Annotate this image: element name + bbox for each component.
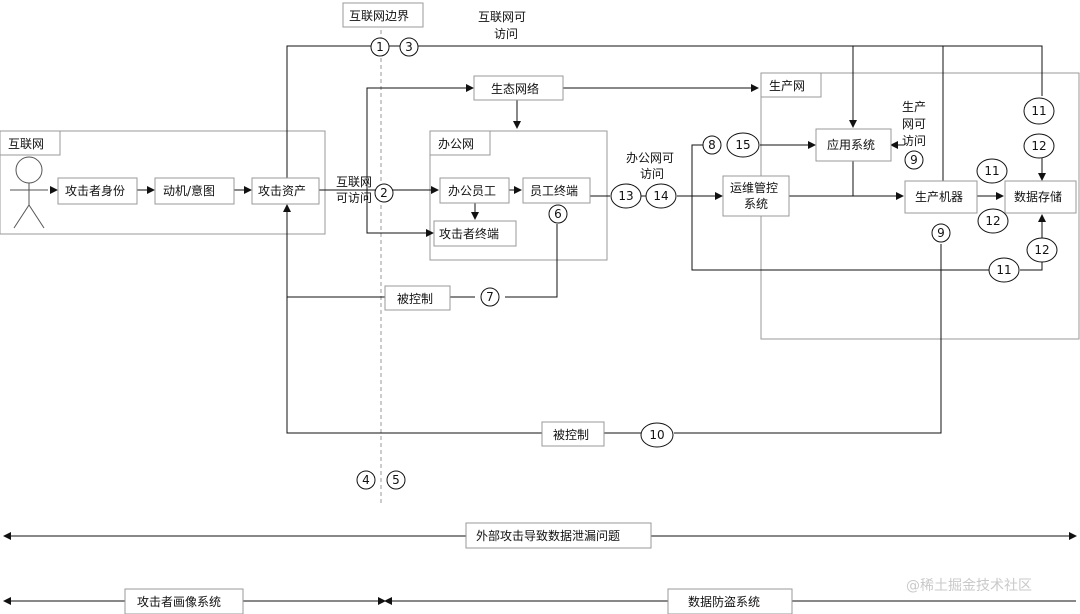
step-12a-number: 12 xyxy=(1031,139,1046,153)
office-staff-label: 办公员工 xyxy=(448,183,496,198)
step-12c-marker xyxy=(1026,237,1058,263)
step-11a-marker xyxy=(1023,97,1055,125)
step-6-number: 6 xyxy=(554,207,562,221)
attacker-terminal-box xyxy=(433,220,517,247)
step-10-number: 10 xyxy=(649,428,664,442)
step-15-marker xyxy=(726,132,760,158)
problem-label: 外部攻击导致数据泄漏问题 xyxy=(476,528,620,543)
eco-network-box xyxy=(473,75,564,101)
step-11c-number: 11 xyxy=(996,263,1011,277)
eco-network-label: 生态网络 xyxy=(491,81,539,96)
step-12b-marker xyxy=(977,208,1009,234)
attacker-identity-box xyxy=(57,177,138,205)
anti-theft-system-label: 数据防盗系统 xyxy=(688,594,760,609)
prod-reachable-1: 生产 xyxy=(902,100,926,114)
step-11b-number: 11 xyxy=(984,164,999,178)
attack-asset-label: 攻击资产 xyxy=(258,184,306,198)
internet-zone xyxy=(0,130,326,235)
internet-reachable-top-2: 访问 xyxy=(494,27,518,41)
step-8-marker xyxy=(702,135,722,155)
controlled-box-1 xyxy=(384,285,451,311)
step-9a-marker xyxy=(904,150,924,170)
step-14-marker xyxy=(645,183,677,209)
controlled-label-2: 被控制 xyxy=(553,428,589,442)
staff-terminal-label: 员工终端 xyxy=(530,183,578,198)
production-zone-label: 生产网 xyxy=(769,79,805,93)
step-12b-number: 12 xyxy=(985,214,1000,228)
internet-reachable-mid-1: 互联网 xyxy=(336,175,372,189)
prod-machine-box xyxy=(904,180,978,214)
anti-theft-system-box xyxy=(667,588,793,614)
prod-machine-label: 生产机器 xyxy=(915,190,963,204)
step-13-number: 13 xyxy=(618,189,633,203)
step-2-number: 2 xyxy=(380,186,388,200)
ops-system-label-2: 系统 xyxy=(744,197,768,211)
step-4-number: 4 xyxy=(362,473,370,487)
step-11a-number: 11 xyxy=(1031,104,1046,118)
production-zone-label-box xyxy=(760,72,822,98)
controlled-box-2 xyxy=(541,421,605,447)
boundary-label-box xyxy=(342,2,424,28)
app-system-box xyxy=(815,128,892,162)
internet-reachable-top-1: 互联网可 xyxy=(478,10,526,24)
step-9b-marker xyxy=(931,223,951,243)
office-reachable-2: 访问 xyxy=(640,167,664,181)
profile-system-label: 攻击者画像系统 xyxy=(137,595,221,609)
step-13-marker xyxy=(610,183,642,209)
step-6-marker xyxy=(548,204,568,224)
data-storage-box xyxy=(1004,180,1077,214)
step-9b-number: 9 xyxy=(937,226,945,240)
step-12c-number: 12 xyxy=(1034,243,1049,257)
problem-box xyxy=(465,522,652,549)
step-4-marker xyxy=(356,470,376,490)
step-12a-marker xyxy=(1023,133,1055,159)
internet-zone-label: 互联网 xyxy=(8,137,44,151)
step-3-marker xyxy=(399,37,419,57)
attack-asset-box xyxy=(251,177,320,205)
step-7-marker xyxy=(480,287,500,307)
step-11c-marker xyxy=(988,257,1020,283)
profile-system-box xyxy=(124,588,244,614)
step-14-number: 14 xyxy=(653,189,668,203)
step-15-number: 15 xyxy=(735,138,750,152)
step-7-number: 7 xyxy=(486,290,494,304)
step-1-marker xyxy=(370,37,390,57)
office-staff-box xyxy=(439,177,510,204)
internet-reachable-mid-2: 可访问 xyxy=(336,191,372,205)
internet-zone-label-box xyxy=(0,130,61,156)
motive-label: 动机/意图 xyxy=(163,183,215,198)
data-storage-label: 数据存储 xyxy=(1014,189,1062,204)
step-10-marker xyxy=(640,422,674,448)
step-11b-marker xyxy=(976,158,1008,184)
step-5-marker xyxy=(386,470,406,490)
prod-reachable-3: 访问 xyxy=(902,134,926,148)
attacker-terminal-label: 攻击者终端 xyxy=(439,226,499,241)
boundary-label: 互联网边界 xyxy=(349,9,409,23)
controlled-label-1: 被控制 xyxy=(397,292,433,306)
office-zone-label: 办公网 xyxy=(438,136,474,151)
ops-system-label-1: 运维管控 xyxy=(730,180,778,195)
step-1-number: 1 xyxy=(376,40,384,54)
watermark: @稀土掘金技术社区 xyxy=(906,578,1032,594)
step-5-number: 5 xyxy=(392,473,400,487)
attacker-figure-icon xyxy=(10,156,48,229)
step-2-marker xyxy=(374,183,394,203)
office-reachable-1: 办公网可 xyxy=(626,150,674,165)
step-8-number: 8 xyxy=(708,138,716,152)
prod-reachable-2: 网可 xyxy=(902,117,926,131)
attacker-identity-label: 攻击者身份 xyxy=(65,183,125,198)
staff-terminal-box xyxy=(522,177,591,204)
step-9a-number: 9 xyxy=(910,153,918,167)
app-system-label: 应用系统 xyxy=(827,137,875,152)
step-3-number: 3 xyxy=(405,40,413,54)
motive-box xyxy=(154,177,235,205)
office-zone-label-box xyxy=(429,130,491,156)
ops-system-box xyxy=(722,175,790,217)
